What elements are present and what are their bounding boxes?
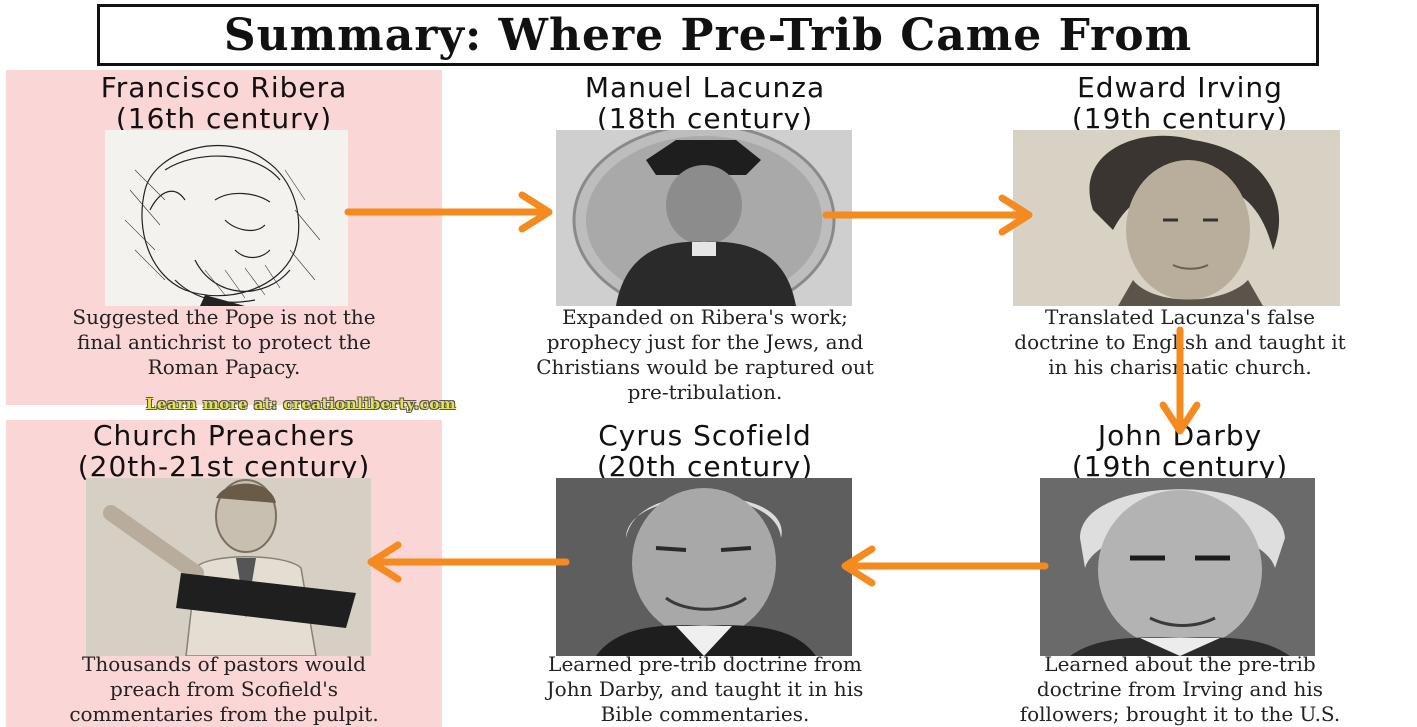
person-century: (19th century) — [1071, 102, 1289, 135]
person-century: (19th century) — [1071, 450, 1289, 483]
person-name: Francisco Ribera — [100, 71, 348, 104]
person-century: (18th century) — [596, 102, 814, 135]
portrait-lacunza — [556, 130, 852, 306]
arrow-scofield-to-preachers — [367, 541, 570, 583]
desc-preachers: Thousands of pastors would preach from S… — [69, 652, 379, 726]
arrow-darby-to-scofield — [841, 545, 1049, 587]
portrait-ribera — [105, 130, 348, 306]
person-name: Church Preachers — [92, 419, 356, 452]
portrait-irving — [1013, 130, 1340, 306]
desc-ribera: Suggested the Pope is not the final anti… — [72, 305, 376, 379]
page-title: Summary: Where Pre-Trib Came From — [223, 9, 1193, 61]
desc-darby: Learned about the pre-trib doctrine from… — [1019, 652, 1341, 726]
person-name: Manuel Lacunza — [584, 71, 826, 104]
person-name: Edward Irving — [1077, 71, 1283, 104]
desc-scofield: Learned pre-trib doctrine from John Darb… — [546, 652, 864, 726]
person-century: (20th-21st century) — [77, 450, 371, 483]
person-ribera-header: Francisco Ribera (16th century) — [6, 72, 442, 134]
person-lacunza-header: Manuel Lacunza (18th century) — [480, 72, 930, 134]
person-irving-header: Edward Irving (19th century) — [975, 72, 1385, 134]
watermark: Learn more at: creationliberty.com — [146, 395, 457, 413]
person-preachers-header: Church Preachers (20th-21st century) — [6, 420, 442, 482]
person-name: Cyrus Scofield — [598, 419, 812, 452]
arrow-irving-to-darby — [1159, 326, 1201, 435]
portrait-scofield — [556, 478, 852, 656]
arrow-ribera-to-lacunza — [344, 191, 553, 233]
portrait-preacher-boy — [86, 478, 371, 656]
person-century: (16th century) — [115, 102, 333, 135]
desc-lacunza: Expanded on Ribera's work; prophecy just… — [536, 305, 874, 404]
person-century: (20th century) — [596, 450, 814, 483]
person-scofield-header: Cyrus Scofield (20th century) — [480, 420, 930, 482]
title-box: Summary: Where Pre-Trib Came From — [97, 4, 1319, 66]
portrait-darby — [1040, 478, 1315, 656]
arrow-lacunza-to-irving — [822, 194, 1033, 236]
